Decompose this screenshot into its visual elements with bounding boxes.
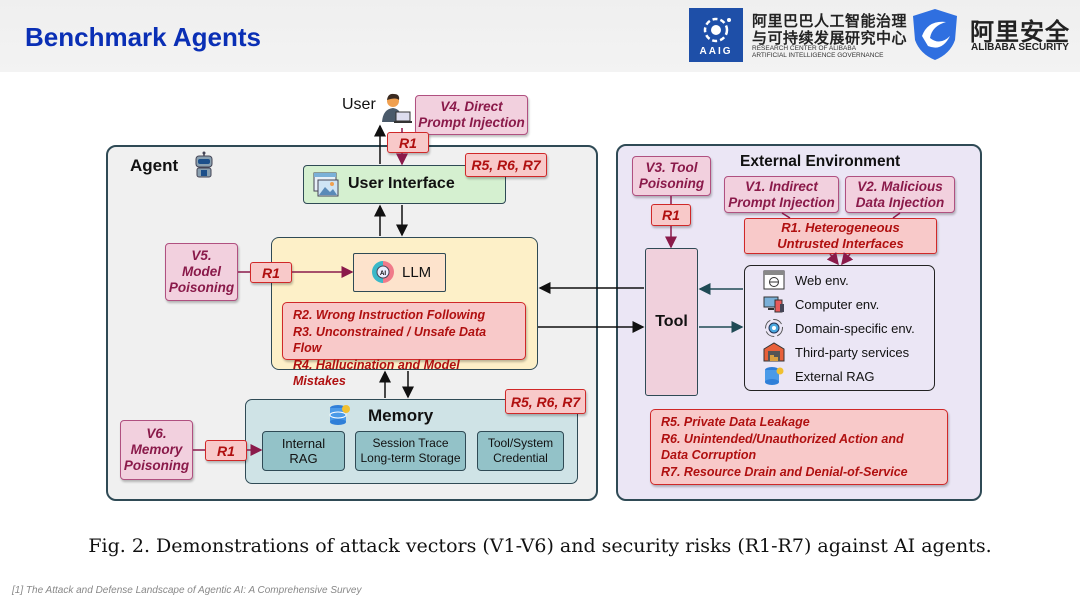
environment-list: Web env. Computer env. Domain-specific e… [744, 265, 935, 391]
slide-header: Benchmark Agents AAIG 阿里巴巴人工智能治理 与可持续发展研… [0, 0, 1080, 72]
user-laptop-icon [382, 93, 412, 123]
aaig-badge-text: AAIG [699, 46, 733, 57]
database-icon [765, 367, 784, 385]
ai-brain-icon: AI [372, 261, 394, 283]
figure-caption: Fig. 2. Demonstrations of attack vectors… [88, 535, 992, 557]
risk-r1-model: R1 [250, 262, 292, 283]
llm-label: LLM [402, 264, 432, 281]
security-name-cn: 阿里安全 [970, 19, 1070, 46]
memory-tool-credential: Tool/System Credential [477, 431, 564, 471]
external-risk-list: R5. Private Data Leakage R6. Unintended/… [650, 409, 948, 485]
llm-risk-r2: R2. Wrong Instruction Following [293, 308, 486, 322]
gear-cycle-icon [765, 319, 783, 337]
tool-box: Tool [645, 248, 698, 396]
llm-risk-r3: R3. Unconstrained / Unsafe Data Flow [293, 324, 487, 356]
arrow-r1-to-env-right [841, 252, 854, 266]
memory-session-trace: Session Trace Long-term Storage [355, 431, 466, 471]
reference-footnote: [1] The Attack and Defense Landscape of … [12, 585, 362, 596]
database-icon [329, 405, 350, 425]
vector-v4-direct-prompt-injection: V4. Direct Prompt Injection [415, 95, 528, 135]
computer-devices-icon [763, 296, 784, 313]
user-label: User [342, 96, 376, 113]
external-risk-r6: R6. Unintended/Unauthorized Action and [661, 431, 904, 446]
llm-box [353, 253, 446, 292]
window-image-icon [313, 172, 339, 197]
env-computer: Computer env. [763, 293, 879, 315]
vector-v2-malicious-data-injection: V2. Malicious Data Injection [845, 176, 955, 213]
aaig-globe-icon [703, 17, 731, 43]
vector-v6-memory-poisoning: V6. Memory Poisoning [120, 420, 193, 480]
aaig-logo: AAIG [689, 8, 743, 62]
external-risk-r5: R5. Private Data Leakage [661, 415, 810, 429]
external-risk-r6-cont: Data Corruption [661, 448, 757, 462]
env-domain-specific: Domain-specific env. [763, 317, 915, 339]
external-environment-label: External Environment [740, 153, 901, 170]
slide-title: Benchmark Agents [25, 22, 261, 52]
shield-logo-icon [913, 9, 957, 60]
agent-label: Agent [130, 156, 179, 175]
env-third-party: Third-party services [763, 341, 909, 363]
aaig-name-cn-2: 与可持续发展研究中心 [752, 30, 908, 47]
risk-tag-memory: R5, R6, R7 [505, 389, 586, 414]
memory-internal-rag: Internal RAG [262, 431, 345, 471]
warehouse-icon [763, 342, 785, 362]
aaig-name-en-2: ARTIFICIAL INTELLIGENCE GOVERNANCE [752, 52, 884, 59]
vector-v1-indirect-prompt-injection: V1. Indirect Prompt Injection [724, 176, 839, 213]
external-risk-r7: R7. Resource Drain and Denial-of-Service [661, 464, 908, 479]
env-web: Web env. [763, 269, 849, 291]
arrow-r1-to-env-left [826, 252, 839, 266]
risk-r1-memory: R1 [205, 440, 247, 461]
llm-risk-r4: R4. Hallucination and Model Mistakes [293, 357, 460, 389]
risk-r1-tool: R1 [651, 204, 691, 226]
llm-risk-list: R2. Wrong Instruction Following R3. Unco… [282, 302, 526, 388]
user-interface-label: User Interface [348, 175, 455, 192]
svg-text:AI: AI [380, 271, 386, 277]
risk-tag-user-interface: R5, R6, R7 [465, 153, 547, 177]
web-browser-icon [763, 270, 785, 290]
env-external-rag: External RAG [763, 365, 874, 387]
aaig-name-en-1: RESEARCH CENTER OF ALIBABA [752, 45, 857, 52]
security-name-en: ALIBABA SECURITY [971, 42, 1069, 53]
vector-v3-tool-poisoning: V3. Tool Poisoning [632, 156, 711, 196]
robot-icon [195, 151, 213, 178]
vector-v5-model-poisoning: V5. Model Poisoning [165, 243, 238, 301]
tool-label: Tool [655, 313, 688, 330]
risk-r1-user: R1 [387, 132, 429, 153]
aaig-name-cn-1: 阿里巴巴人工智能治理 [752, 13, 908, 30]
memory-label: Memory [368, 406, 434, 425]
risk-r1-heterogeneous-interfaces: R1. Heterogeneous Untrusted Interfaces [744, 218, 937, 254]
